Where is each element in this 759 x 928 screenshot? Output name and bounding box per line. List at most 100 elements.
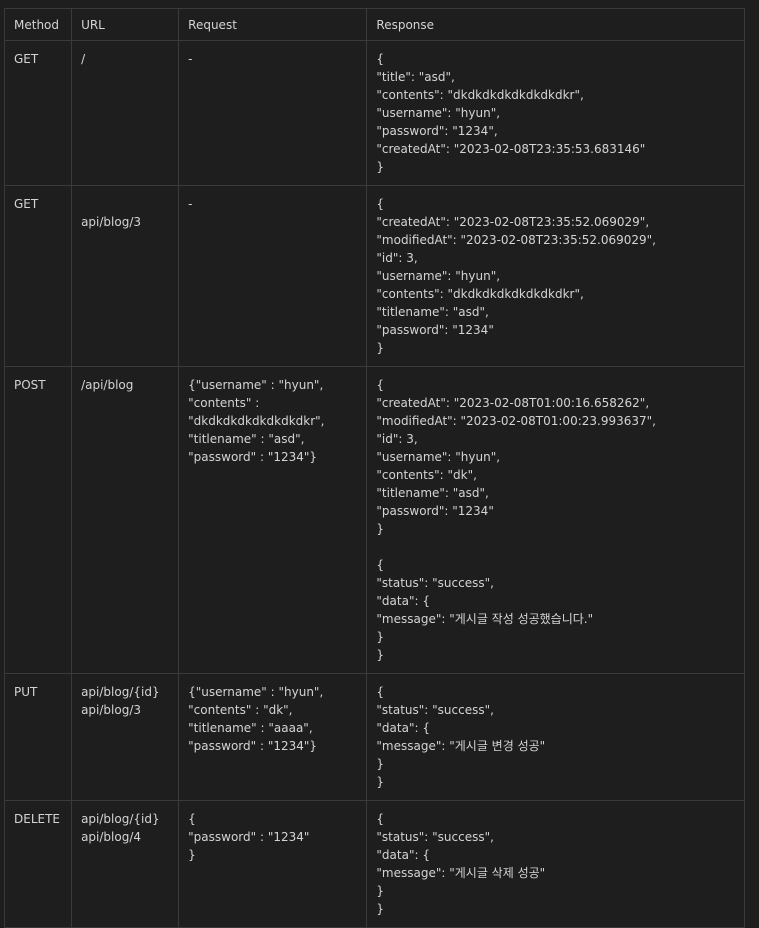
response-line: } — [376, 775, 385, 789]
method-text: DELETE — [14, 812, 61, 826]
response-line: "createdAt": "2023-02-08T23:35:52.069029… — [376, 215, 650, 229]
table-row: GET / - { "title": "asd", "contents": "dkdkdk… — [3, 40, 745, 186]
url-line: api/blog/{id} — [81, 685, 160, 699]
method-cell: GET — [3, 40, 73, 186]
method-cell: PUT — [3, 673, 73, 801]
response-line: "username": "hyun", — [376, 106, 501, 120]
url-cell: / — [71, 40, 180, 186]
response-cell: { "status": "success", "data": { "message":… — [366, 800, 745, 928]
response-line: { — [376, 685, 385, 699]
response-line: { — [376, 378, 385, 392]
url-line: api/blog/{id} — [81, 812, 160, 826]
table-header-row: Method URL Request Response — [3, 8, 745, 41]
request-line: "titlename" : "aaaa", — [188, 721, 313, 735]
table-row: PUT api/blog/{id} api/blog/3 {"username" : … — [3, 673, 745, 801]
response-cell: { "createdAt": "2023-02-08T01:00:16.65826… — [366, 366, 745, 674]
response-line: } — [376, 884, 385, 898]
request-line: "dkdkdkdkdkdkdkdkr", — [188, 414, 325, 428]
response-line: "data": { — [376, 721, 430, 735]
response-line: { — [376, 52, 385, 66]
response-line: "id": 3, — [376, 251, 418, 265]
header-response: Response — [366, 8, 745, 41]
response-line: "contents": "dk", — [376, 468, 477, 482]
response-line: "modifiedAt": "2023-02-08T23:35:52.06902… — [376, 233, 656, 247]
request-line: {"username" : "hyun", — [188, 685, 324, 699]
url-cell: api/blog/{id} api/blog/3 — [71, 673, 180, 801]
url-line: / — [81, 52, 86, 66]
response-line: } — [376, 160, 385, 174]
response-line: "titlename": "asd", — [376, 486, 489, 500]
response-line: "username": "hyun", — [376, 450, 501, 464]
response-line: } — [376, 341, 385, 355]
response-line: "createdAt": "2023-02-08T23:35:53.683146… — [376, 142, 646, 156]
response-line: "data": { — [376, 848, 430, 862]
response-line: "message": "게시글 작성 성공했습니다." — [376, 612, 594, 626]
method-text: GET — [14, 197, 39, 211]
table-body: GET / - { "title": "asd", "contents": "dkdkdk… — [3, 40, 745, 928]
response-line: { — [376, 197, 385, 211]
request-line: "password" : "1234"} — [188, 739, 318, 753]
response-line: "data": { — [376, 594, 430, 608]
response-line: } — [376, 902, 385, 916]
response-line: "username": "hyun", — [376, 269, 501, 283]
request-line: "password" : "1234"} — [188, 450, 318, 464]
header-url: URL — [71, 8, 180, 41]
request-line: - — [188, 197, 193, 211]
response-line: "status": "success", — [376, 576, 494, 590]
request-line: { — [188, 812, 196, 826]
url-cell: /api/blog — [71, 366, 180, 674]
response-line: "status": "success", — [376, 830, 494, 844]
request-cell: - — [178, 185, 368, 367]
request-line: - — [188, 52, 193, 66]
response-cell: { "status": "success", "data": { "message":… — [366, 673, 745, 801]
request-cell: { "password" : "1234"} — [178, 800, 368, 928]
response-line: "message": "게시글 삭제 성공" — [376, 866, 546, 880]
response-line: } — [376, 757, 385, 771]
response-line: { — [376, 812, 385, 826]
url-cell: api/blog/{id} api/blog/4 — [71, 800, 180, 928]
url-cell: api/blog/3 — [71, 185, 180, 367]
request-line: "contents" : "dk", — [188, 703, 293, 717]
response-line: } — [376, 630, 385, 644]
request-line: "password" : "1234" — [188, 830, 310, 844]
request-cell: - — [178, 40, 368, 186]
response-line: "contents": "dkdkdkdkdkdkdkdkr", — [376, 287, 584, 301]
url-line — [81, 195, 169, 213]
table-row: DELETE api/blog/{id} api/blog/4 { "password"… — [3, 800, 745, 928]
header-request: Request — [178, 8, 368, 41]
method-cell: DELETE — [3, 800, 73, 928]
method-text: PUT — [14, 685, 38, 699]
response-line: } — [376, 648, 385, 662]
response-line: "message": "게시글 변경 성공" — [376, 739, 546, 753]
header-method: Method — [3, 8, 73, 41]
response-line: } — [376, 522, 385, 536]
url-line: api/blog/3 — [81, 215, 141, 229]
method-text: POST — [14, 378, 46, 392]
response-line: "modifiedAt": "2023-02-08T01:00:23.99363… — [376, 414, 656, 428]
request-cell: {"username" : "hyun", "contents" : "dk", "… — [178, 673, 368, 801]
url-line: api/blog/4 — [81, 830, 141, 844]
method-cell: GET — [3, 185, 73, 367]
response-line — [376, 538, 735, 556]
response-line: "password": "1234" — [376, 323, 494, 337]
response-cell: { "createdAt": "2023-02-08T23:35:52.06902… — [366, 185, 745, 367]
response-line: "createdAt": "2023-02-08T01:00:16.658262… — [376, 396, 650, 410]
request-line: "titlename" : "asd", — [188, 432, 305, 446]
response-line: "password": "1234" — [376, 504, 494, 518]
response-line: "password": "1234", — [376, 124, 498, 138]
request-line: } — [188, 848, 196, 862]
response-line: "status": "success", — [376, 703, 494, 717]
response-line: "contents": "dkdkdkdkdkdkdkdkr", — [376, 88, 584, 102]
response-line: { — [376, 558, 385, 572]
response-line: "id": 3, — [376, 432, 418, 446]
response-line: "title": "asd", — [376, 70, 455, 84]
request-line: {"username" : "hyun", — [188, 378, 324, 392]
url-line: /api/blog — [81, 378, 134, 392]
method-text: GET — [14, 52, 39, 66]
url-line: api/blog/3 — [81, 703, 141, 717]
api-spec-table: Method URL Request Response GET / - { "title… — [3, 8, 745, 928]
api-table-container: Method URL Request Response GET / - { "title… — [3, 8, 745, 928]
request-cell: {"username" : "hyun", "contents" : "dkdkdk… — [178, 366, 368, 674]
request-line: "contents" : — [188, 396, 260, 410]
response-line: "titlename": "asd", — [376, 305, 489, 319]
